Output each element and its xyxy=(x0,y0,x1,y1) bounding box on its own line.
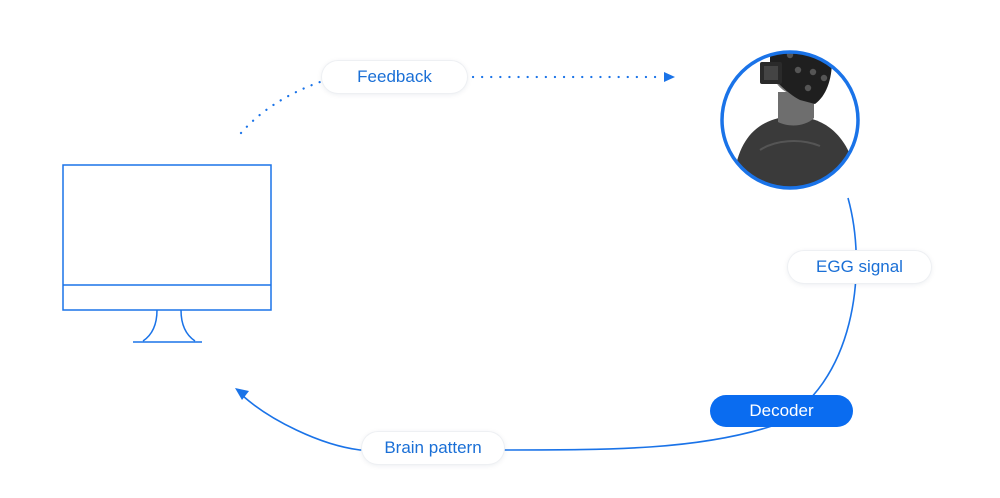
egg-signal-label: EGG signal xyxy=(788,251,931,283)
decoder-label: Decoder xyxy=(710,395,853,427)
computer-monitor-icon xyxy=(62,164,272,343)
person-with-eeg-headset-photo xyxy=(720,50,860,190)
brain-pattern-label: Brain pattern xyxy=(362,432,504,464)
arrowhead-icon xyxy=(664,72,675,82)
signal-flow-curve xyxy=(242,197,858,451)
feedback-dotted-arc xyxy=(239,80,322,135)
arrowhead-icon xyxy=(235,388,249,400)
feedback-label: Feedback xyxy=(322,61,467,93)
